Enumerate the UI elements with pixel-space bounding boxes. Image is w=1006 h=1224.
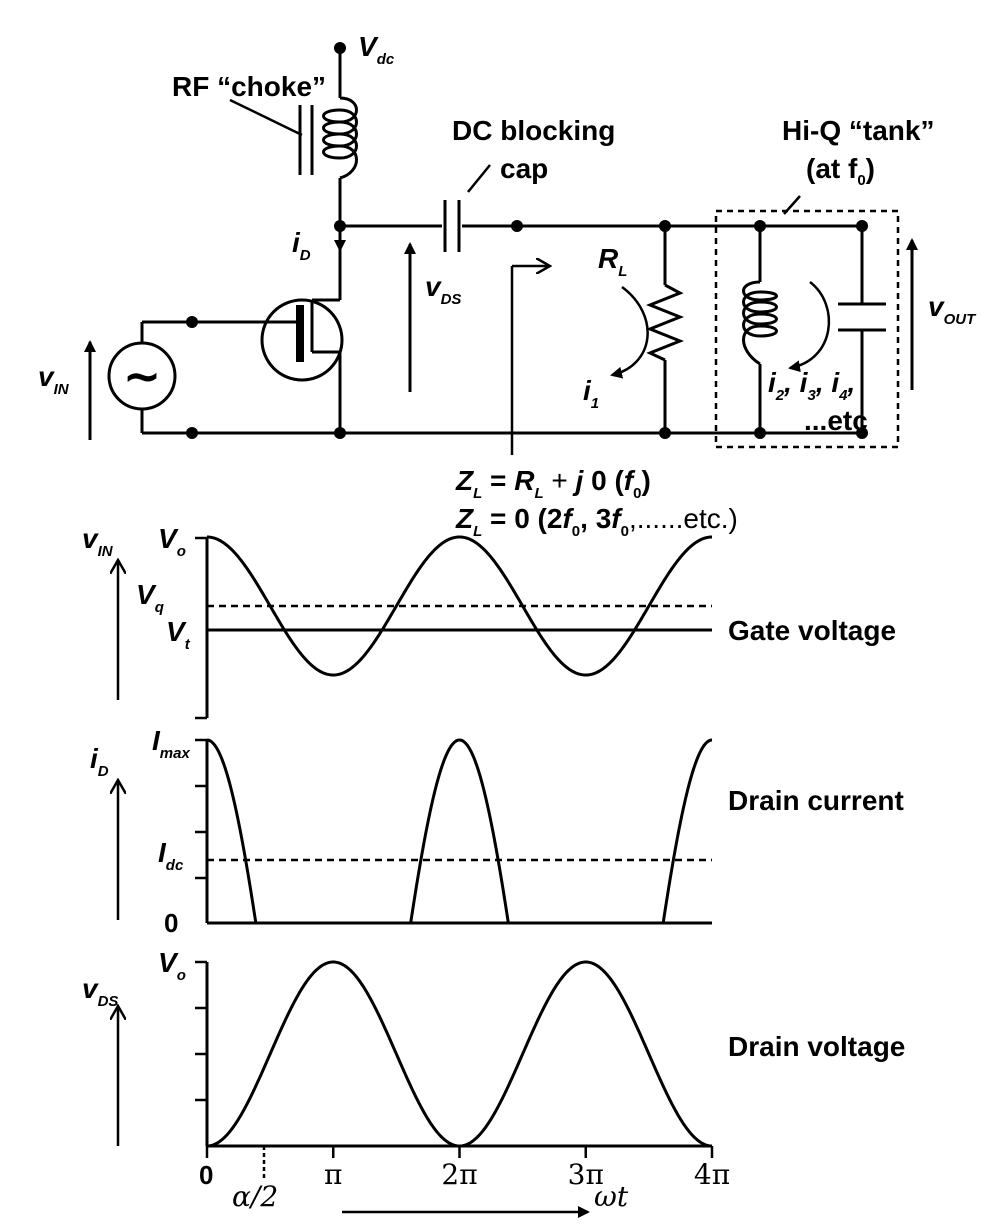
etc-label: ...etc	[804, 405, 868, 436]
voltage-plot-title: Drain voltage	[728, 1031, 905, 1062]
load-resistor	[645, 283, 685, 362]
x-tick-label: 4π	[694, 1158, 730, 1191]
drain-current-plot: iD Imax Idc 0 Drain current	[90, 725, 904, 938]
ac-source	[107, 341, 177, 411]
transistor-symbol	[260, 298, 344, 382]
current-ylabel: iD	[90, 743, 109, 780]
current-zero-tick: 0	[164, 908, 178, 938]
dc-blocking-label: DC blocking	[452, 115, 615, 146]
i1-label: i1	[583, 375, 599, 412]
harmonic-currents-label: i2, i3, i4,	[768, 367, 855, 404]
ac-source-symbol: ~	[123, 349, 162, 403]
gate-voltage-plot: vIN Vo Vq Vt Gate voltage	[82, 523, 896, 720]
vq-tick-label: Vq	[136, 579, 164, 616]
dc-blocking-label-2: cap	[500, 153, 548, 184]
vo-tick-label: Vo	[158, 523, 186, 560]
vout-label: vOUT	[928, 291, 977, 328]
gate-plot-title: Gate voltage	[728, 615, 896, 646]
voltage-ylabel: vDS	[82, 973, 118, 1010]
x-tick-label: 3π	[568, 1158, 604, 1191]
tank-box	[714, 209, 900, 449]
vds-vo-tick-label: Vo	[158, 947, 186, 984]
imax-tick-label: Imax	[152, 725, 190, 762]
drain-voltage-curve	[206, 960, 713, 1148]
vdc-label: Vdc	[358, 31, 395, 68]
id-label: iD	[292, 227, 311, 264]
current-plot-title: Drain current	[728, 785, 904, 816]
drain-current-curve	[206, 738, 713, 925]
rf-choke-label: RF “choke”	[172, 71, 326, 102]
drain-voltage-plot: vDS Vo Drain voltage 0 π 2π 3π 4π α/2 ωt	[82, 947, 905, 1218]
x-tick-label: π	[324, 1158, 342, 1191]
zl-fundamental-equation: ZL = RL + j 0 (f0)	[455, 465, 651, 502]
gate-voltage-curve	[206, 535, 713, 677]
x-tick-label: 2π	[441, 1158, 477, 1191]
tank-label: Hi-Q “tank”	[782, 115, 934, 146]
vin-label: vIN	[38, 361, 70, 398]
x-tick-label: 0	[199, 1160, 213, 1190]
vt-tick-label: Vt	[166, 616, 191, 653]
zl-harmonic-equation: ZL = 0 (2f0, 3f0,......etc.)	[455, 503, 738, 540]
circuit: Vdc RF “choke” iD DC blocking cap	[38, 31, 977, 540]
idc-tick-label: Idc	[158, 837, 184, 874]
rl-label: RL	[598, 243, 627, 280]
tank-inductor	[742, 280, 778, 366]
vds-label: vDS	[425, 271, 461, 308]
gate-ylabel: vIN	[82, 523, 114, 560]
omega-t-label: ωt	[594, 1180, 629, 1213]
alpha-half-label: α/2	[232, 1180, 278, 1213]
tank-frequency-label: (at f0)	[806, 153, 875, 189]
rf-choke-inductor	[322, 96, 358, 180]
